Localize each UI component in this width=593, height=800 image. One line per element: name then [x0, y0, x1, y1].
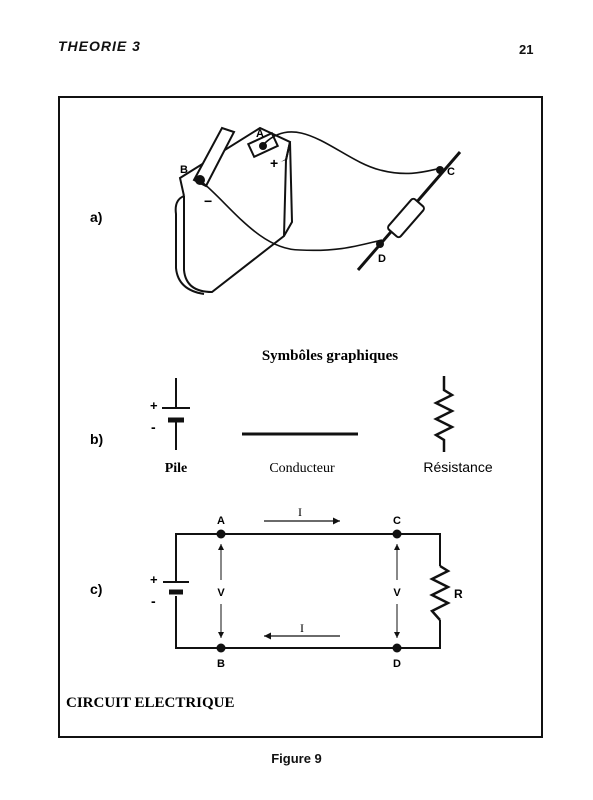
circuit-wires [175, 533, 441, 649]
circuit-minus-label: - [151, 593, 156, 609]
node-d [392, 643, 402, 653]
voltage-right-label: V [393, 587, 401, 599]
battery-minus-label: − [204, 193, 212, 209]
battery-illustration [174, 126, 294, 295]
node-c [392, 529, 402, 539]
point-c-dot [436, 166, 444, 174]
node-c-label: C [393, 515, 401, 527]
terminal-b-label: B [180, 164, 188, 176]
point-c-label: C [447, 166, 455, 178]
symbol-plus-label: + [150, 398, 158, 413]
resistance-label: Résistance [423, 459, 492, 475]
circuit-resistor [429, 564, 451, 621]
battery-symbol [162, 378, 190, 450]
pile-label: Pile [165, 461, 188, 476]
wire-b-to-d [201, 181, 383, 252]
page-number: 21 [519, 42, 534, 57]
node-a-label: A [217, 515, 225, 527]
node-a [216, 529, 226, 539]
circuit-battery [163, 574, 189, 595]
resistance-symbol [433, 376, 455, 452]
wire-a-to-c [264, 131, 443, 175]
label-part-c: c) [90, 581, 102, 597]
circuit-title: CIRCUIT ELECTRIQUE [66, 695, 235, 711]
battery-plus-label: + [270, 155, 278, 171]
terminal-a-label: A [256, 128, 264, 140]
figure-caption: Figure 9 [271, 751, 322, 766]
conducteur-label: Conducteur [269, 461, 335, 476]
terminal-a-dot [259, 142, 267, 150]
node-d-label: D [393, 658, 401, 670]
label-part-b: b) [90, 431, 103, 447]
label-part-a: a) [90, 209, 102, 225]
voltage-left-label: V [217, 587, 225, 599]
chapter-title: THEORIE 3 [58, 38, 141, 54]
resistor-component [387, 197, 425, 239]
circuit-plus-label: + [150, 572, 158, 587]
current-top-label: I [298, 505, 302, 519]
figure-frame [58, 96, 543, 738]
node-b-label: B [217, 658, 225, 670]
point-d-label: D [378, 253, 386, 265]
point-d-dot [376, 240, 384, 248]
resistor-label: R [454, 587, 463, 601]
current-bottom-label: I [300, 621, 304, 635]
symbols-title: Symbôles graphiques [262, 348, 398, 364]
symbol-minus-label: - [151, 419, 156, 435]
node-b [216, 643, 226, 653]
